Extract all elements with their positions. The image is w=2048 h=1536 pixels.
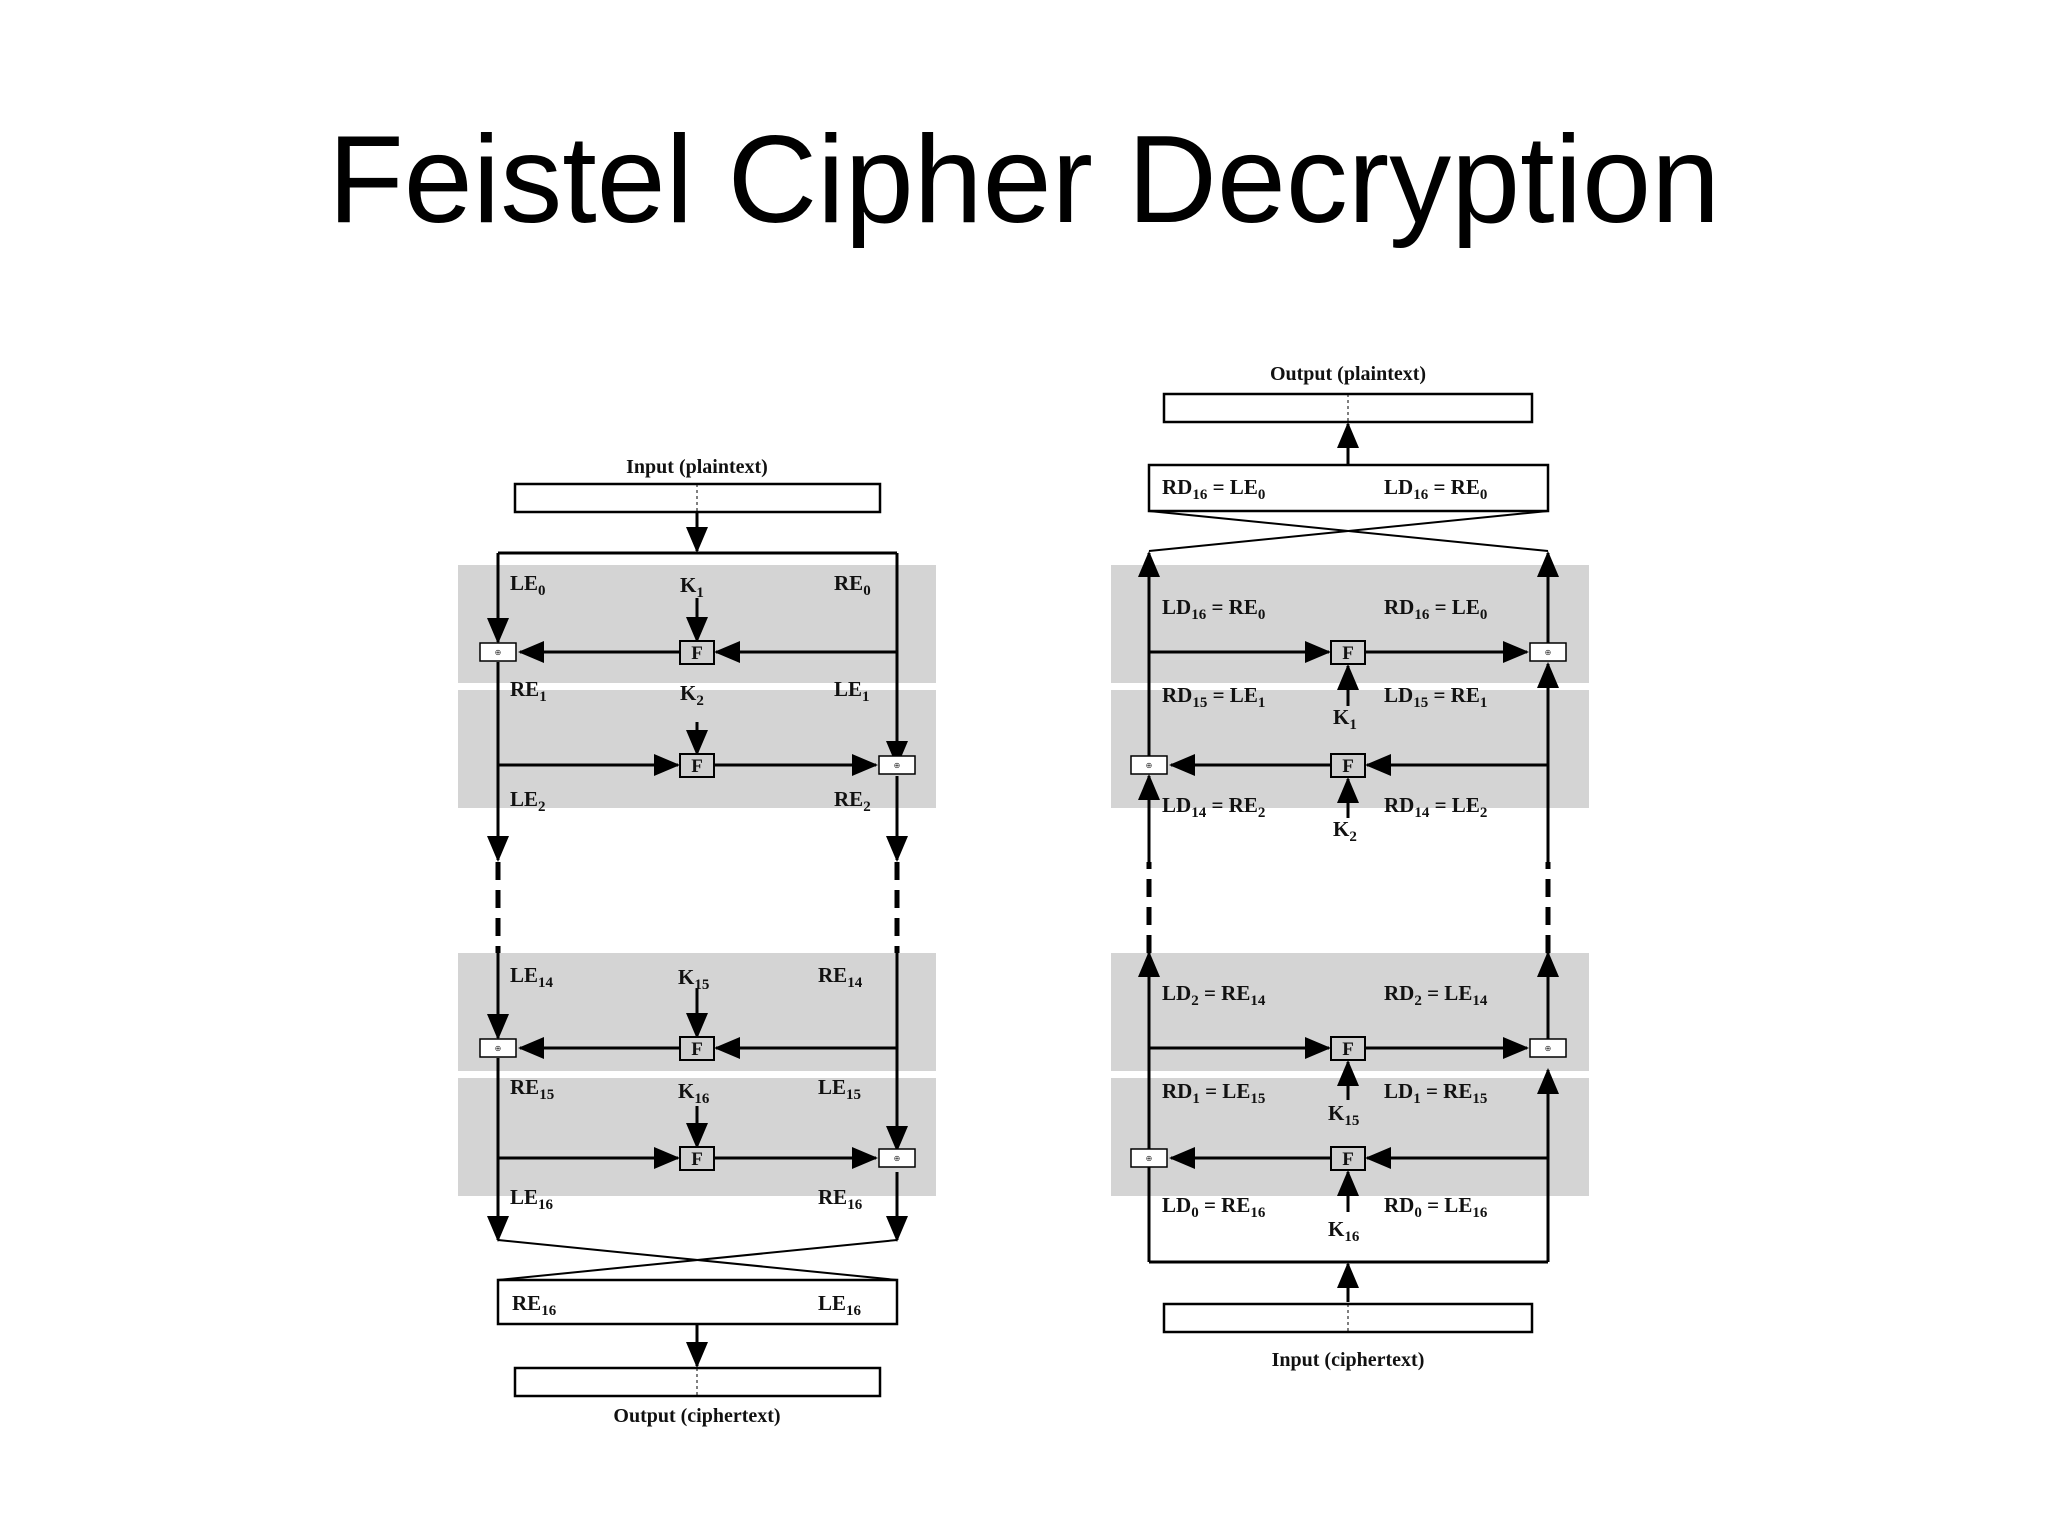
enc-swap-label-right: LE16 — [818, 1291, 862, 1319]
enc-swap-box — [496, 1278, 899, 1326]
svg-text:F: F — [691, 756, 703, 777]
enc-label-re16: RE16 — [818, 1185, 863, 1213]
enc-label-k16: K16 — [678, 1079, 710, 1107]
svg-text:⊕: ⊕ — [894, 761, 901, 770]
slide-title: Feistel Cipher Decryption — [327, 111, 1721, 249]
svg-text:⊕: ⊕ — [495, 1044, 502, 1053]
dec-label-k15: K15 — [1328, 1101, 1359, 1129]
dec-round-band-1 — [1111, 565, 1589, 683]
enc-xor-15 — [479, 1038, 517, 1058]
dec-top-swap-left: RD16 = LE0 — [1162, 475, 1265, 503]
dec-row2-right: LD15 = RE1 — [1384, 683, 1487, 711]
dec-row4-right: RD2 = LE14 — [1384, 981, 1488, 1009]
svg-text:F: F — [1342, 1149, 1354, 1170]
dec-output-caption: Output (plaintext) — [1270, 363, 1426, 385]
enc-label-k1: K1 — [680, 573, 704, 601]
enc-xor-16 — [878, 1148, 916, 1168]
dec-label-k2: K2 — [1333, 817, 1357, 845]
dec-xor-2 — [1130, 755, 1168, 775]
enc-label-re15: RE15 — [510, 1075, 554, 1103]
enc-label-le2: LE2 — [510, 787, 546, 815]
dec-top-swap-box — [1147, 463, 1550, 513]
dec-row6-left: LD0 = RE16 — [1162, 1193, 1266, 1221]
svg-text:F: F — [691, 1039, 703, 1060]
dec-row4-left: LD2 = RE14 — [1162, 981, 1266, 1009]
dec-row6-right: RD0 = LE16 — [1384, 1193, 1488, 1221]
svg-text:⊕: ⊕ — [894, 1154, 901, 1163]
dec-xor-1 — [1529, 642, 1567, 662]
enc-label-le14: LE14 — [510, 963, 554, 991]
dec-input-caption: Input (ciphertext) — [1272, 1349, 1425, 1371]
enc-label-re2: RE2 — [834, 787, 871, 815]
enc-label-re14: RE14 — [818, 963, 863, 991]
dec-row3-left: LD14 = RE2 — [1162, 793, 1265, 821]
svg-text:F: F — [691, 643, 703, 664]
svg-text:F: F — [1342, 1039, 1354, 1060]
enc-label-k15: K15 — [678, 965, 709, 993]
svg-text:⊕: ⊕ — [1545, 648, 1552, 657]
enc-label-re1: RE1 — [510, 677, 547, 705]
enc-xor-2 — [878, 755, 916, 775]
dec-row1-right: RD16 = LE0 — [1384, 595, 1487, 623]
enc-label-k2: K2 — [680, 681, 704, 709]
enc-output-box — [513, 1366, 882, 1398]
svg-text:F: F — [691, 1149, 703, 1170]
enc-label-re0: RE0 — [834, 571, 871, 599]
enc-swap-label-left: RE16 — [512, 1291, 557, 1319]
decryption-diagram: Output (plaintext) Input (ciphertext) F … — [1111, 363, 1589, 1371]
enc-input-caption: Input (plaintext) — [626, 456, 768, 478]
dec-row5-right: LD1 = RE15 — [1384, 1079, 1487, 1107]
dec-label-k16: K16 — [1328, 1217, 1360, 1245]
encryption-diagram: Input (plaintext) F ⊕ F ⊕ — [458, 456, 936, 1427]
enc-label-le16: LE16 — [510, 1185, 554, 1213]
svg-text:⊕: ⊕ — [1146, 761, 1153, 770]
enc-label-le1: LE1 — [834, 677, 870, 705]
dec-row5-left: RD1 = LE15 — [1162, 1079, 1265, 1107]
enc-label-le0: LE0 — [510, 571, 546, 599]
svg-text:⊕: ⊕ — [1146, 1154, 1153, 1163]
dec-top-swap-right: LD16 = RE0 — [1384, 475, 1487, 503]
enc-xor-1 — [479, 642, 517, 662]
svg-text:⊕: ⊕ — [1545, 1044, 1552, 1053]
dec-row1-left: LD16 = RE0 — [1162, 595, 1265, 623]
enc-output-caption: Output (ciphertext) — [613, 1405, 780, 1427]
dec-round-band-2 — [1111, 690, 1589, 808]
svg-text:F: F — [1342, 643, 1354, 664]
enc-label-le15: LE15 — [818, 1075, 861, 1103]
dec-label-k1: K1 — [1333, 705, 1357, 733]
svg-text:⊕: ⊕ — [495, 648, 502, 657]
dec-xor-16 — [1130, 1148, 1168, 1168]
dec-row2-left: RD15 = LE1 — [1162, 683, 1265, 711]
dec-row3-right: RD14 = LE2 — [1384, 793, 1487, 821]
dec-xor-15 — [1529, 1038, 1567, 1058]
svg-text:F: F — [1342, 756, 1354, 777]
